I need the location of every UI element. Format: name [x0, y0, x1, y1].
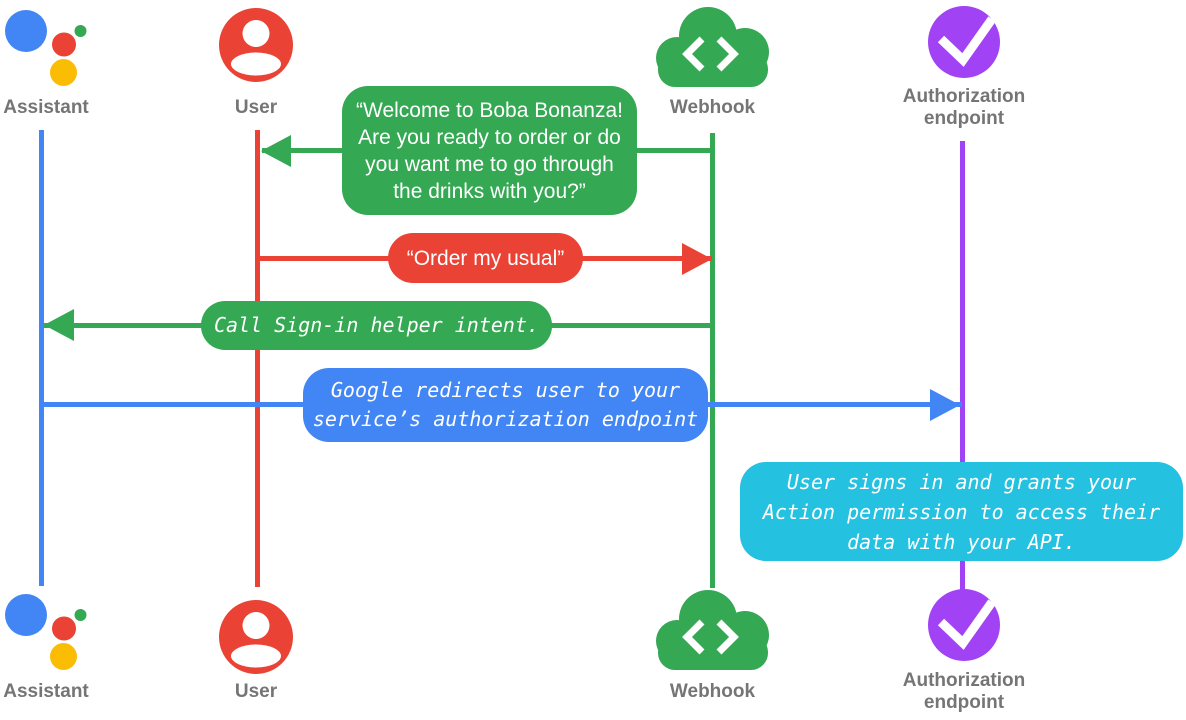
- actor-label-assistant: Assistant: [3, 97, 89, 118]
- webhook-lifeline: [710, 133, 715, 588]
- user-icon: [219, 8, 293, 82]
- user-icon: [219, 600, 293, 674]
- actor-label-authorization: Authorization endpoint: [902, 86, 1026, 129]
- cloud-code-icon: [656, 590, 769, 670]
- message-welcome-box: “Welcome to Boba Bonanza! Are you ready …: [342, 86, 637, 215]
- actor-label-webhook: Webhook: [669, 97, 756, 118]
- actor-label-assistant: Assistant: [3, 681, 89, 702]
- user-lifeline: [255, 130, 260, 587]
- actor-label-user: User: [234, 681, 278, 702]
- message-grants-box: User signs in and grants your Action per…: [740, 462, 1183, 561]
- google-assistant-icon: [5, 10, 87, 86]
- actor-label-webhook: Webhook: [669, 681, 756, 702]
- message-signin-box: Call Sign-in helper intent.: [201, 301, 552, 350]
- check-circle-icon: [928, 6, 1000, 78]
- arrow-welcome-head-icon: [261, 135, 291, 167]
- google-assistant-icon: [5, 594, 87, 670]
- check-circle-icon: [928, 589, 1000, 661]
- assistant-lifeline: [39, 130, 44, 586]
- arrow-order-head-icon: [682, 243, 712, 275]
- cloud-code-icon: [656, 7, 769, 87]
- arrow-redirect-head-icon: [930, 389, 960, 421]
- actor-label-user: User: [234, 97, 278, 118]
- message-redirect-box: Google redirects user to your service’s …: [303, 368, 708, 442]
- actor-label-authorization: Authorization endpoint: [902, 670, 1026, 713]
- arrow-signin-head-icon: [44, 309, 74, 341]
- authorization-lifeline: [960, 141, 965, 590]
- message-order-box: “Order my usual”: [388, 233, 583, 283]
